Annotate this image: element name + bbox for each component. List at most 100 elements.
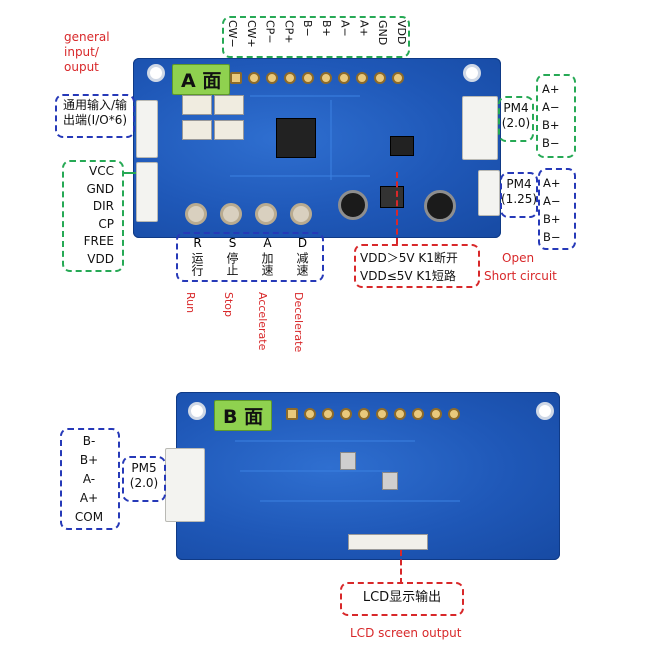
pm4-2-0-label: PM4 (2.0) [501, 101, 531, 130]
pin-label: GND [376, 20, 390, 46]
button-labels: R 运行 S 停止 A 加速 D 减速 [180, 236, 320, 276]
solder-pad [430, 408, 442, 420]
solder-pad [356, 72, 368, 84]
pin-label: CW− [226, 20, 239, 48]
solder-pad [376, 408, 388, 420]
lcd-label-cn: LCD显示输出 [362, 590, 442, 605]
lcd-callout [340, 582, 464, 616]
solder-pad [266, 72, 278, 84]
pm5-pin-labels: B- B+ A- A+ COM [74, 434, 104, 524]
pm4-2-0-connector [462, 96, 498, 160]
pm4-1-25-callout [500, 172, 538, 218]
smd-component [382, 472, 398, 490]
lcd-connector [348, 534, 428, 550]
buttons-callout [176, 232, 324, 282]
electrolytic-capacitor [424, 190, 456, 222]
pcb-trace [260, 500, 460, 502]
solder-pad [322, 408, 334, 420]
solder-pad [320, 72, 332, 84]
lcd-label-en: LCD screen output [350, 626, 462, 640]
pm4-1-25-label: PM4 (1.25) [501, 177, 538, 206]
face-b-label: B 面 [214, 400, 273, 431]
top-pin-labels: CW− CW+ CP− CP+ B− B+ A− A+ GND VDD [226, 20, 408, 58]
solder-pad [302, 72, 314, 84]
optocoupler [182, 120, 212, 140]
pcb-trace [240, 470, 390, 472]
pcb-trace [235, 440, 415, 442]
face-a-label: A 面 [172, 64, 231, 95]
optocoupler [214, 120, 244, 140]
electrolytic-capacitor [338, 190, 368, 220]
solder-pad [448, 408, 460, 420]
solder-pad [338, 72, 350, 84]
io-label-en: general input/ ouput [64, 30, 110, 74]
solder-pad [392, 72, 404, 84]
pm4-1-25-pin-labels: A+ A− B+ B− [543, 176, 561, 244]
io-callout [55, 94, 135, 138]
solder-pad [412, 408, 424, 420]
control-pins-callout [62, 160, 124, 272]
solder-pad [340, 408, 352, 420]
accelerate-label: A 加速 [260, 236, 274, 276]
solder-pad [230, 72, 242, 84]
decelerate-button[interactable] [290, 203, 312, 225]
accelerate-button[interactable] [255, 203, 277, 225]
lcd-leader-line [400, 550, 402, 584]
mounting-hole [463, 64, 481, 82]
pin-label: B+ [319, 20, 333, 37]
solder-pad [248, 72, 260, 84]
k1-conditions: VDD＞5V K1断开 VDD≤5V K1短路 [360, 251, 458, 283]
mounting-hole [536, 402, 554, 420]
pin-label: CP− [263, 20, 277, 44]
run-label-en: Run [184, 292, 197, 314]
pcb-trace [330, 100, 332, 180]
solder-pad [374, 72, 386, 84]
pm5-pins-callout [60, 428, 120, 530]
run-button[interactable] [185, 203, 207, 225]
k1-conditions-en: Open Short circuit [484, 251, 557, 283]
accelerate-label-en: Accelerate [256, 292, 269, 351]
mounting-hole [147, 64, 165, 82]
stop-label: S 停止 [225, 236, 239, 276]
decelerate-label: D 减速 [295, 236, 309, 276]
pin-label: A+ [357, 20, 371, 37]
solder-pad [358, 408, 370, 420]
pin-label: VDD [394, 20, 408, 45]
pin-label: A− [338, 20, 352, 37]
pin-label: CW+ [244, 20, 258, 48]
pm5-label: PM5 (2.0) [129, 461, 159, 490]
pm4-1-25-pins-callout [538, 168, 576, 250]
pm4-2-0-callout [498, 96, 534, 142]
decelerate-label-en: Decelerate [292, 292, 305, 353]
driver-chip [390, 136, 414, 156]
optocoupler [214, 95, 244, 115]
leader-line [124, 172, 136, 174]
microcontroller-chip [276, 118, 316, 158]
pm5-callout [122, 456, 166, 502]
pm5-connector [165, 448, 205, 522]
pcb-trace [230, 175, 370, 177]
solder-pad [286, 408, 298, 420]
mounting-hole [188, 402, 206, 420]
io-label-cn: 通用输入/输 出端(I/O*6) [62, 98, 128, 127]
top-pins-callout [222, 16, 410, 58]
control-connector [136, 162, 158, 222]
solder-pad [304, 408, 316, 420]
regulator-chip [380, 186, 404, 208]
run-label: R 运行 [190, 236, 204, 276]
pm4-2-0-pin-labels: A+ A− B+ B− [542, 82, 560, 150]
io-connector [136, 100, 158, 158]
solder-pad [284, 72, 296, 84]
stop-label-en: Stop [222, 292, 235, 318]
control-pin-labels: VCC GND DIR CP FREE VDD [83, 164, 114, 266]
pin-label: CP+ [282, 20, 296, 44]
optocoupler [182, 95, 212, 115]
solder-pad [394, 408, 406, 420]
k1-callout [354, 244, 480, 288]
stop-button[interactable] [220, 203, 242, 225]
pm4-1-25-connector [478, 170, 500, 216]
k1-leader-line [396, 172, 398, 244]
smd-component [340, 452, 356, 470]
pm4-2-0-pins-callout [536, 74, 576, 158]
pin-label: B− [301, 20, 315, 37]
